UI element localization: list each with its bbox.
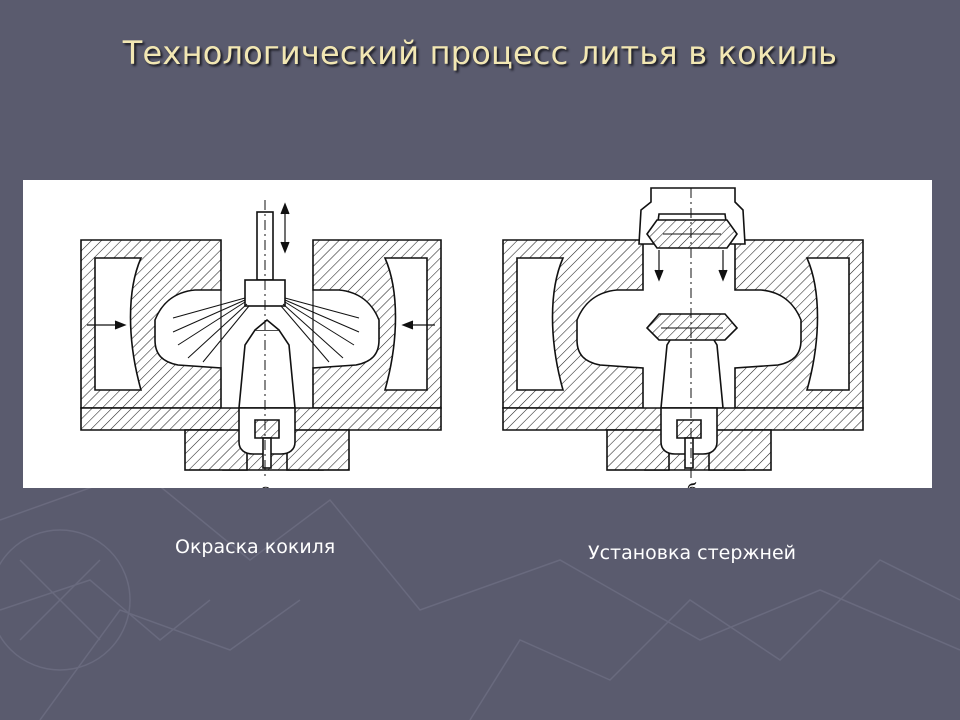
side-arrows <box>87 320 435 330</box>
caption-right: Установка стержней <box>588 542 796 564</box>
slide-title: Технологический процесс литья в кокиль <box>122 34 838 72</box>
core-cone-a <box>238 329 296 409</box>
panel-a <box>80 200 442 480</box>
mold-drawing: а <box>80 187 864 488</box>
lower-core <box>645 313 739 341</box>
down-arrows <box>654 250 728 282</box>
panel-b <box>502 187 864 480</box>
mold-diagram: а <box>23 180 932 488</box>
caption-left: Окраска кокиля <box>175 536 336 558</box>
panel-b-letter: б <box>687 480 698 488</box>
panel-a-letter: а <box>261 480 272 488</box>
updown-arrow <box>280 202 290 254</box>
core-gripper <box>638 187 746 245</box>
spray-lines <box>172 297 360 363</box>
core-cone-b <box>660 331 724 409</box>
